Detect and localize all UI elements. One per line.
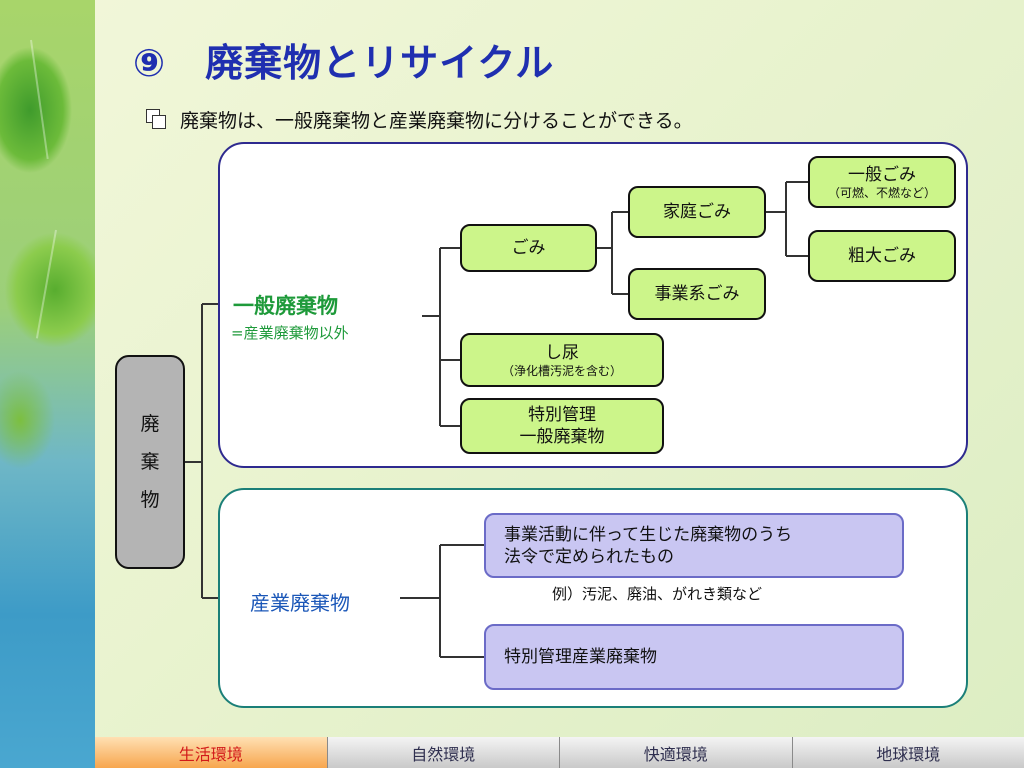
sodai-gomi-box: 粗大ごみ [808,230,956,282]
shinyo-box: し尿 （浄化槽汚泥を含む） [460,333,664,387]
general-waste-label: 一般廃棄物 [233,294,338,318]
ippan-gomi-box: 一般ごみ （可燃、不燃など） [808,156,956,208]
tab-kaiteki-kankyo[interactable]: 快適環境 [559,737,792,768]
tab-seikatsu-kankyo[interactable]: 生活環境 [95,737,327,768]
bullet-squares-icon [146,108,168,131]
general-waste-note: =産業廃棄物以外 [231,324,349,342]
katei-gomi-box: 家庭ごみ [628,186,766,238]
root-char-2: 棄 [140,451,160,473]
tokubetsu-sangyo-box: 特別管理産業廃棄物 [484,624,904,690]
tab-chikyu-kankyo[interactable]: 地球環境 [791,737,1024,768]
slide-title: ⑨ 廃棄物とリサイクル [133,41,555,85]
tab-shizen-kankyo[interactable]: 自然環境 [326,737,559,768]
gomi-box: ごみ [460,224,597,272]
intro-text: 廃棄物は、一般廃棄物と産業廃棄物に分けることができる。 [180,110,693,132]
industrial-waste-label: 産業廃棄物 [250,591,350,615]
tokubetsu-ippan-box: 特別管理 一般廃棄物 [460,398,664,454]
waste-root-box: 廃 棄 物 [115,355,185,569]
industrial-definition-box: 事業活動に伴って生じた廃棄物のうち 法令で定められたもの [484,513,904,578]
decorative-leaf-water-band [0,0,95,768]
root-char-3: 物 [140,489,160,511]
industrial-example-note: 例）汚泥、廃油、がれき類など [552,585,763,603]
intro-bullet: 廃棄物は、一般廃棄物と産業廃棄物に分けることができる。 [146,106,693,133]
jigyokei-gomi-box: 事業系ごみ [628,268,766,320]
root-char-1: 廃 [140,413,160,435]
bottom-nav-bar: 生活環境 自然環境 快適環境 地球環境 [95,737,1024,768]
